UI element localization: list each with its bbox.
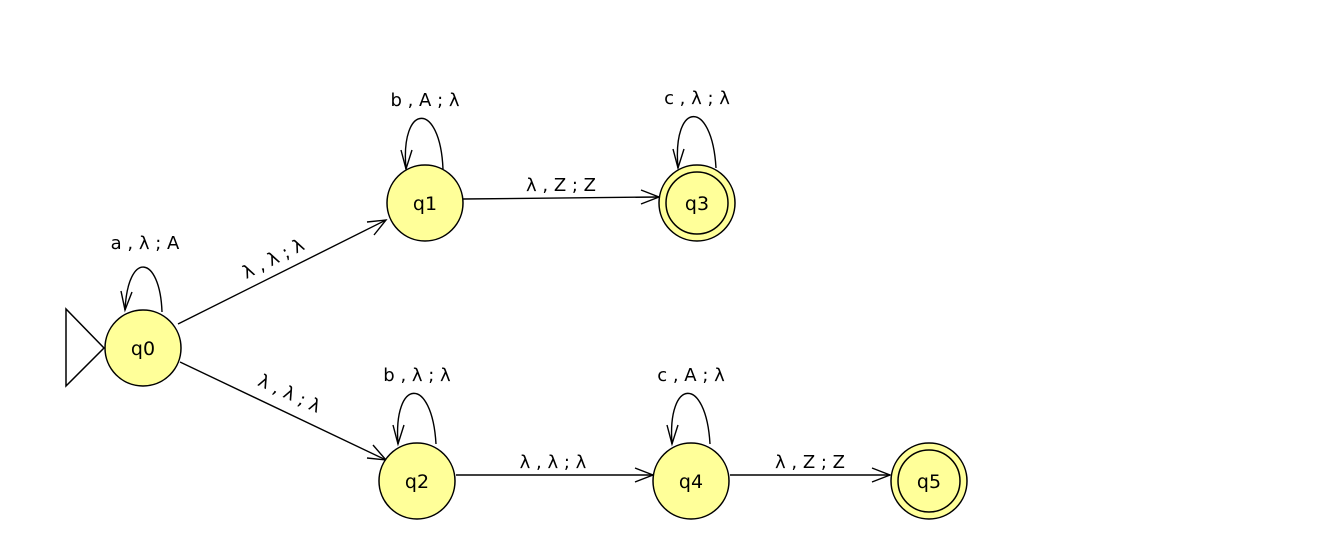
state-label-q3: q3 [685, 193, 709, 215]
loop-q3[interactable] [672, 115, 717, 171]
state-q2[interactable]: q2 [378, 442, 456, 520]
label-edge-q2-q4: λ , λ ; λ [520, 452, 587, 473]
state-q0[interactable]: q0 [104, 309, 182, 387]
state-q4[interactable]: q4 [652, 442, 730, 520]
state-label-q1: q1 [413, 193, 437, 215]
label-loop-q4: c , A ; λ [657, 365, 725, 386]
label-loop-q1: b , A ; λ [390, 90, 459, 111]
edge-q0-q1[interactable] [177, 219, 388, 325]
label-loop-q0: a , λ ; A [111, 233, 180, 254]
label-edge-q1-q3: λ , Z ; Z [526, 175, 596, 196]
state-label-q0: q0 [131, 338, 155, 360]
state-q5[interactable]: q5 [890, 442, 968, 520]
state-label-q5: q5 [917, 471, 941, 493]
loop-q2[interactable] [392, 392, 437, 447]
label-edge-q0-q2: λ , λ ; λ [255, 370, 325, 417]
loop-q4[interactable] [666, 392, 711, 447]
edge-q0-q2[interactable] [179, 361, 388, 461]
state-q3[interactable]: q3 [658, 164, 736, 242]
state-label-q2: q2 [405, 471, 429, 493]
loop-q0[interactable] [120, 266, 163, 313]
label-loop-q2: b , λ ; λ [383, 365, 451, 386]
state-label-q4: q4 [679, 471, 703, 493]
loop-q1[interactable] [400, 117, 444, 172]
state-q1[interactable]: q1 [386, 164, 464, 242]
label-edge-q4-q5: λ , Z ; Z [775, 452, 845, 473]
initial-state-marker [65, 307, 106, 388]
edge-q4-q5[interactable] [730, 467, 892, 483]
label-loop-q3: c , λ ; λ [664, 88, 730, 109]
